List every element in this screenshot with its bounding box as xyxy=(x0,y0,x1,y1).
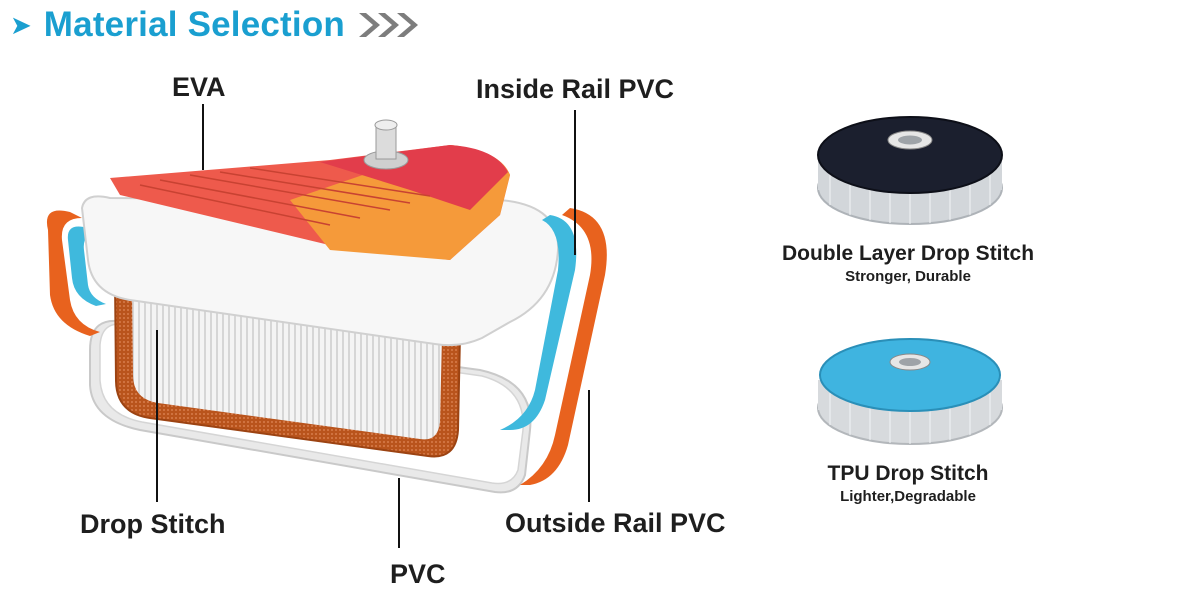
page-title: ➤ Material Selection xyxy=(10,2,423,48)
sample-1-title: Double Layer Drop Stitch xyxy=(781,242,1035,265)
leader-inside-rail xyxy=(574,110,576,255)
triple-chevron-icon xyxy=(359,13,418,37)
tpu-sample-image xyxy=(817,338,1003,445)
leader-drop-stitch xyxy=(156,330,158,502)
label-drop-stitch: Drop Stitch xyxy=(80,509,226,539)
right-outside-rail xyxy=(520,208,607,485)
left-outside-rail xyxy=(46,210,100,336)
right-inside-rail xyxy=(500,215,577,430)
left-inside-rail xyxy=(67,226,106,306)
sample-1-subtitle: Stronger, Durable xyxy=(845,268,971,285)
title-text: Material Selection xyxy=(43,5,345,44)
sample-1-caption: Double Layer Drop Stitch Stronger, Durab… xyxy=(758,242,1058,285)
sample-2-title: TPU Drop Stitch xyxy=(827,462,989,485)
board-cross-section-illustration xyxy=(46,119,607,494)
label-pvc: PVC xyxy=(390,559,446,589)
label-eva: EVA xyxy=(172,72,226,102)
valve-icon xyxy=(363,119,409,170)
leader-outside-rail xyxy=(588,390,590,502)
sample-2-caption: TPU Drop Stitch Lighter,Degradable xyxy=(758,462,1058,505)
leader-eva xyxy=(202,104,204,170)
leader-pvc xyxy=(398,478,400,548)
label-inside-rail-pvc: Inside Rail PVC xyxy=(476,74,675,104)
label-outside-rail-pvc: Outside Rail PVC xyxy=(505,508,726,538)
triangle-right-icon: ➤ xyxy=(10,9,32,40)
double-layer-sample-image xyxy=(817,116,1003,225)
sample-2-subtitle: Lighter,Degradable xyxy=(840,488,976,505)
